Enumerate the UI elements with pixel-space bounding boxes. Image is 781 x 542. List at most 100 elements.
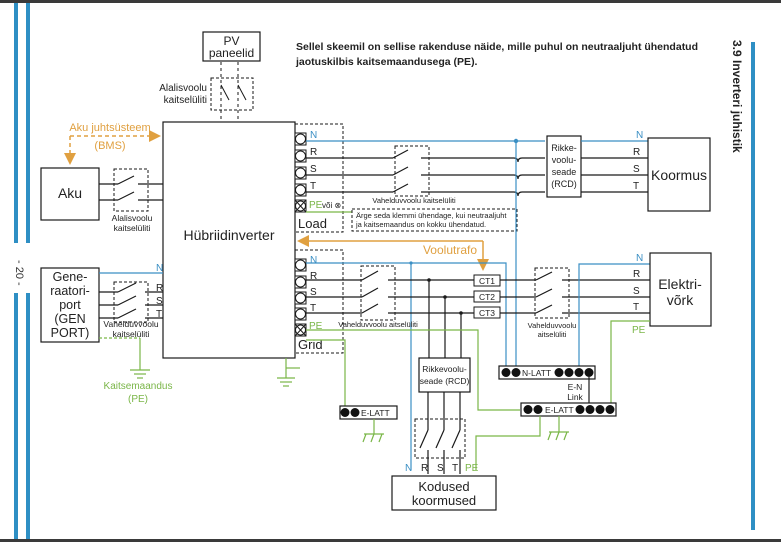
load-terminal-s: S [310,164,317,175]
home-pe-label: PE [465,463,479,474]
electric-grid-box: Elektri- võrk [649,252,712,327]
pv-dc-breaker [210,62,254,122]
load-breaker-label: Vahelduvvoolu kaitselüliti [372,196,456,205]
battery-label: Aku [58,185,82,201]
pv-panels: PV paneelid [202,31,261,62]
pv-breaker-label-1: Alalisvoolu [159,83,207,94]
home-t-label: T [452,463,458,474]
koormus-terminal-r: R [633,147,640,158]
gen-label-5: PORT) [51,326,90,340]
koormus-label: Koormus [651,167,707,183]
grid-label-1: Elektri- [658,276,702,292]
home-n-label: N [405,463,412,474]
gen-label-2: raatori- [50,284,90,298]
e-bar-small-label: E-LATT [361,408,390,418]
grid-terminal-pe: PE [309,321,323,332]
page-accent-bar-left2 [26,3,30,243]
page-accent-bar-left4 [26,293,30,539]
gen-terminal-t: T [156,309,162,320]
bms-label-1: Aku juhtsüsteem [69,122,150,134]
grid-port-label: Grid [298,337,323,352]
en-link-label-1: E-N [568,382,583,392]
load-terminal-n: N [310,130,317,141]
page-accent-bar-left3 [14,293,18,539]
grid-wiring [306,261,650,470]
neutral-verticals [513,138,519,378]
grid-terminal-t: T [310,303,316,314]
battery: Aku [40,167,100,221]
grid-breaker-label-2: aitselüliti [538,330,567,339]
koormus-terminal-n: N [636,130,643,141]
generator-port: Gene- raatori- port (GEN PORT) [40,267,100,343]
home-loads-label-1: Kodused [418,479,469,494]
e-bar-main: E-LATT [520,402,617,417]
ground-icon-pe [130,369,150,379]
home-loads-box: Kodused koormused [391,475,497,511]
ground-icon-main [547,416,569,441]
load-terminal-pe: PE [309,200,323,211]
home-loads-label-2: koormused [412,493,476,508]
home-pe-wire [475,416,541,470]
koormus-terminal-t: T [633,181,639,192]
pv-label-2: paneelid [209,46,254,60]
gen-label-4: (GEN [54,312,85,326]
grid-terminal-n: N [310,255,317,266]
gen-breaker-label-2: kaitselüliti [113,329,150,339]
e-bar-small: E-LATT [306,339,398,420]
home-r-label: R [421,463,428,474]
warning-box [351,208,518,232]
intro-text: Sellel skeemil on sellise rakenduse näid… [296,41,699,68]
gen-terminal-n: N [156,263,163,274]
page-accent-bar-left [14,3,18,243]
load-rcd: Rikke- voolu- seade (RCD) [546,135,582,198]
battery-dc-breaker [99,168,163,212]
gen-terminal-r: R [156,283,163,294]
section-header: 3.9 Inverteri juhistik [722,40,752,180]
load-out-wiring [581,140,648,193]
grid-label-2: võrk [667,292,694,308]
n-bar-label: N-LATT [522,368,551,378]
load-rcd-label-1: Rikke- [551,143,577,153]
ct-label: Voolutrafo [423,243,477,257]
en-link-label-2: Link [567,392,583,402]
load-terminal-r: R [310,147,317,158]
section-title: 3.9 Inverteri juhistik [730,40,744,153]
inverter-label: Hübriidinverter [183,227,274,243]
ct3-label: CT3 [479,308,495,318]
gen-label-1: Gene- [53,270,88,284]
ground-icon-small [362,419,384,443]
bms-label-2: (BMS) [94,140,125,152]
bottom-border [0,539,781,542]
home-rcd-label-1: Rikkevoolu- [422,364,467,374]
ct2-label: CT2 [479,292,495,302]
battery-breaker-label-2: kaitselüliti [114,223,151,233]
grid-breaker-label: Vahelduvvoolu aitselüliti [338,320,418,329]
n-bar: N-LATT [498,365,596,380]
load-rcd-label-4: (RCD) [551,179,577,189]
grid-port: N R S T PE Grid [294,249,344,354]
grid-terminal-s: S [310,287,317,298]
page-number: - 20 - [13,260,25,286]
generator-wiring [99,272,163,370]
grid-t-label: T [633,302,639,313]
load-rcd-label-3: seade [552,167,577,177]
grid-breaker-label-1: Vahelduvvoolu [528,321,577,330]
gen-label-3: port [59,298,81,312]
warning-line-1: Ärge seda klemmi ühendage, kui neutraalj… [356,211,507,220]
load-port-label: Load [298,216,327,231]
grid-n-label: N [636,253,643,264]
grid-r-label: R [633,269,640,280]
ct-boxes: CT1 CT2 CT3 [473,274,501,319]
hybrid-inverter: Hübriidinverter [162,121,296,359]
home-rcd-label-2: seade (RCD) [420,376,470,386]
battery-breaker-label-1: Alalisvoolu [112,213,153,223]
load-terminal-t: T [310,181,316,192]
home-s-label: S [437,463,444,474]
pv-breaker-label-2: kaitselüliti [164,95,207,106]
warning-line-2: ja kaitsemaandus on kokku ühendatud. [355,220,486,229]
bms-link: Aku juhtsüsteem (BMS) [64,122,161,165]
grid-s-label: S [633,286,640,297]
ground-icon-inverter [277,358,300,387]
grid-terminal-r: R [310,271,317,282]
